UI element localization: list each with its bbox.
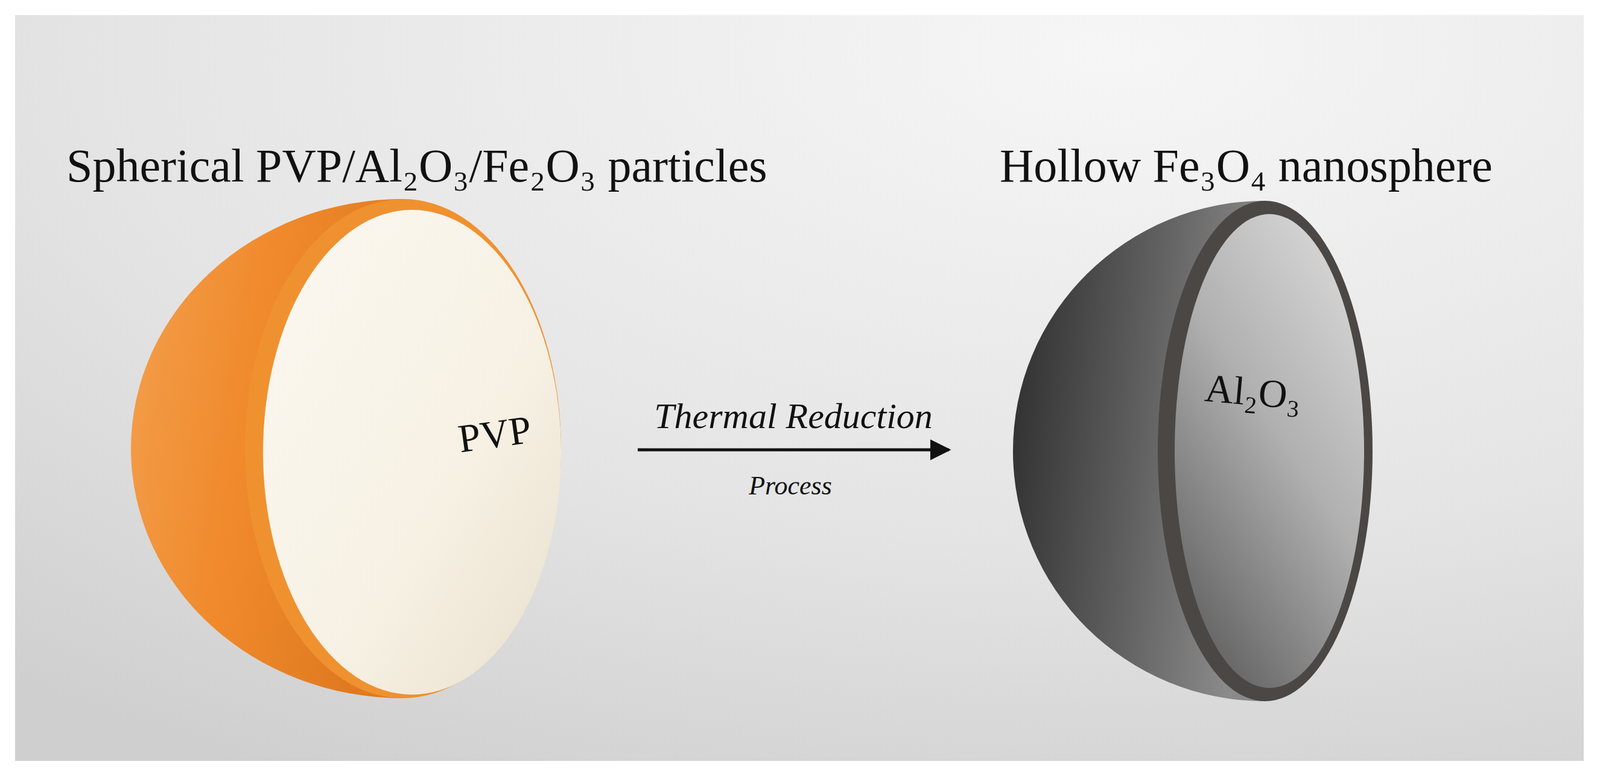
process-arrow — [637, 448, 950, 452]
backdrop-panel — [15, 15, 1584, 762]
orange-rim — [244, 199, 562, 699]
arrow-label: Thermal Reduction — [653, 395, 933, 438]
pvp-core-face — [263, 209, 562, 696]
process-label: Process — [748, 471, 832, 502]
hollow-hemisphere: Hollow Fe₃O₄ nanosphereAl₂O₃ — [1012, 200, 1373, 702]
al2o3-inner-face — [1174, 214, 1365, 689]
particle-title: Spherical PVP/Al₂O₃/Fe₂O₃ particles — [66, 138, 768, 194]
shell-rim — [1157, 200, 1373, 702]
nanosphere-title: Hollow Fe₃O₄ nanosphere — [999, 138, 1493, 194]
inner-layer-label: Al₂O₃ — [1203, 365, 1304, 420]
pvp-hemisphere: Spherical PVP/Al₂O₃/Fe₂O₃ particlesPVP — [130, 199, 562, 699]
hemisphere-outline — [1012, 200, 1373, 702]
